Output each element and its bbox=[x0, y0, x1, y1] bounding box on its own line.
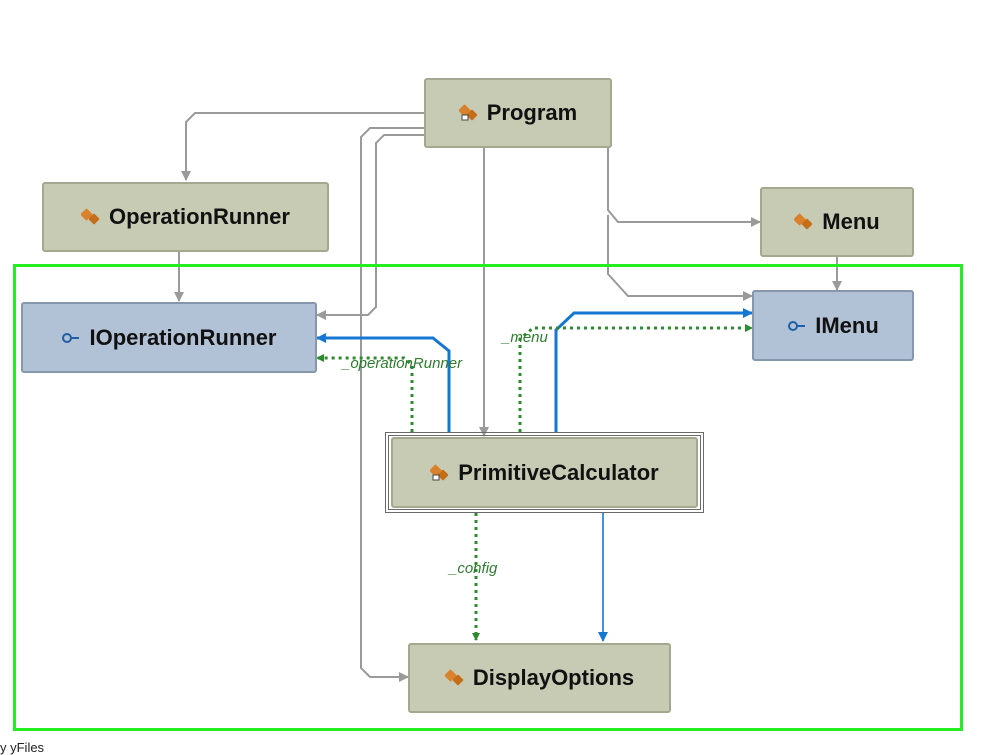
node-label: IMenu bbox=[815, 312, 879, 338]
edge-program-operationrunner bbox=[181, 112, 424, 181]
class-icon bbox=[444, 669, 464, 686]
interface-icon bbox=[788, 320, 806, 331]
node-label: Menu bbox=[822, 209, 880, 234]
footer-watermark: y yFiles bbox=[0, 740, 45, 755]
highlight-group-box bbox=[13, 264, 963, 731]
edge-calculator-imenu bbox=[554, 308, 753, 432]
edge-label-operationrunner: _operationRunner bbox=[342, 355, 463, 372]
node-operationrunner[interactable]: OperationRunner bbox=[42, 182, 329, 252]
edge-program-ioperationrunner bbox=[316, 134, 424, 320]
node-primitivecalculator[interactable]: PrimitiveCalculator bbox=[391, 437, 698, 508]
edge-program-menu bbox=[607, 148, 761, 227]
edge-field-operationrunner bbox=[316, 354, 414, 432]
edge-field-menu bbox=[518, 324, 753, 432]
class-icon bbox=[430, 464, 449, 480]
node-ioperationrunner[interactable]: IOperationRunner bbox=[21, 302, 317, 373]
node-menu[interactable]: Menu bbox=[760, 187, 914, 257]
node-label: DisplayOptions bbox=[472, 665, 635, 690]
class-icon bbox=[458, 104, 477, 121]
class-icon bbox=[794, 213, 813, 230]
node-displayoptions[interactable]: DisplayOptions bbox=[408, 643, 671, 713]
node-program[interactable]: Program bbox=[424, 78, 612, 148]
node-label: OperationRunner bbox=[109, 204, 290, 229]
node-label: IOperationRunner bbox=[89, 324, 277, 350]
class-icon bbox=[81, 208, 100, 225]
edge-calculator-ioperationrunner bbox=[316, 333, 451, 432]
edge-label-config: _config bbox=[449, 560, 498, 577]
edge-program-displayoptions bbox=[360, 127, 424, 682]
node-label: Program bbox=[486, 100, 578, 125]
node-imenu[interactable]: IMenu bbox=[752, 290, 914, 361]
node-label: PrimitiveCalculator bbox=[458, 459, 659, 485]
selection-frame bbox=[385, 432, 704, 513]
interface-icon bbox=[62, 332, 80, 343]
edge-program-imenu bbox=[607, 215, 753, 301]
edge-label-menu: _menu bbox=[502, 329, 548, 346]
